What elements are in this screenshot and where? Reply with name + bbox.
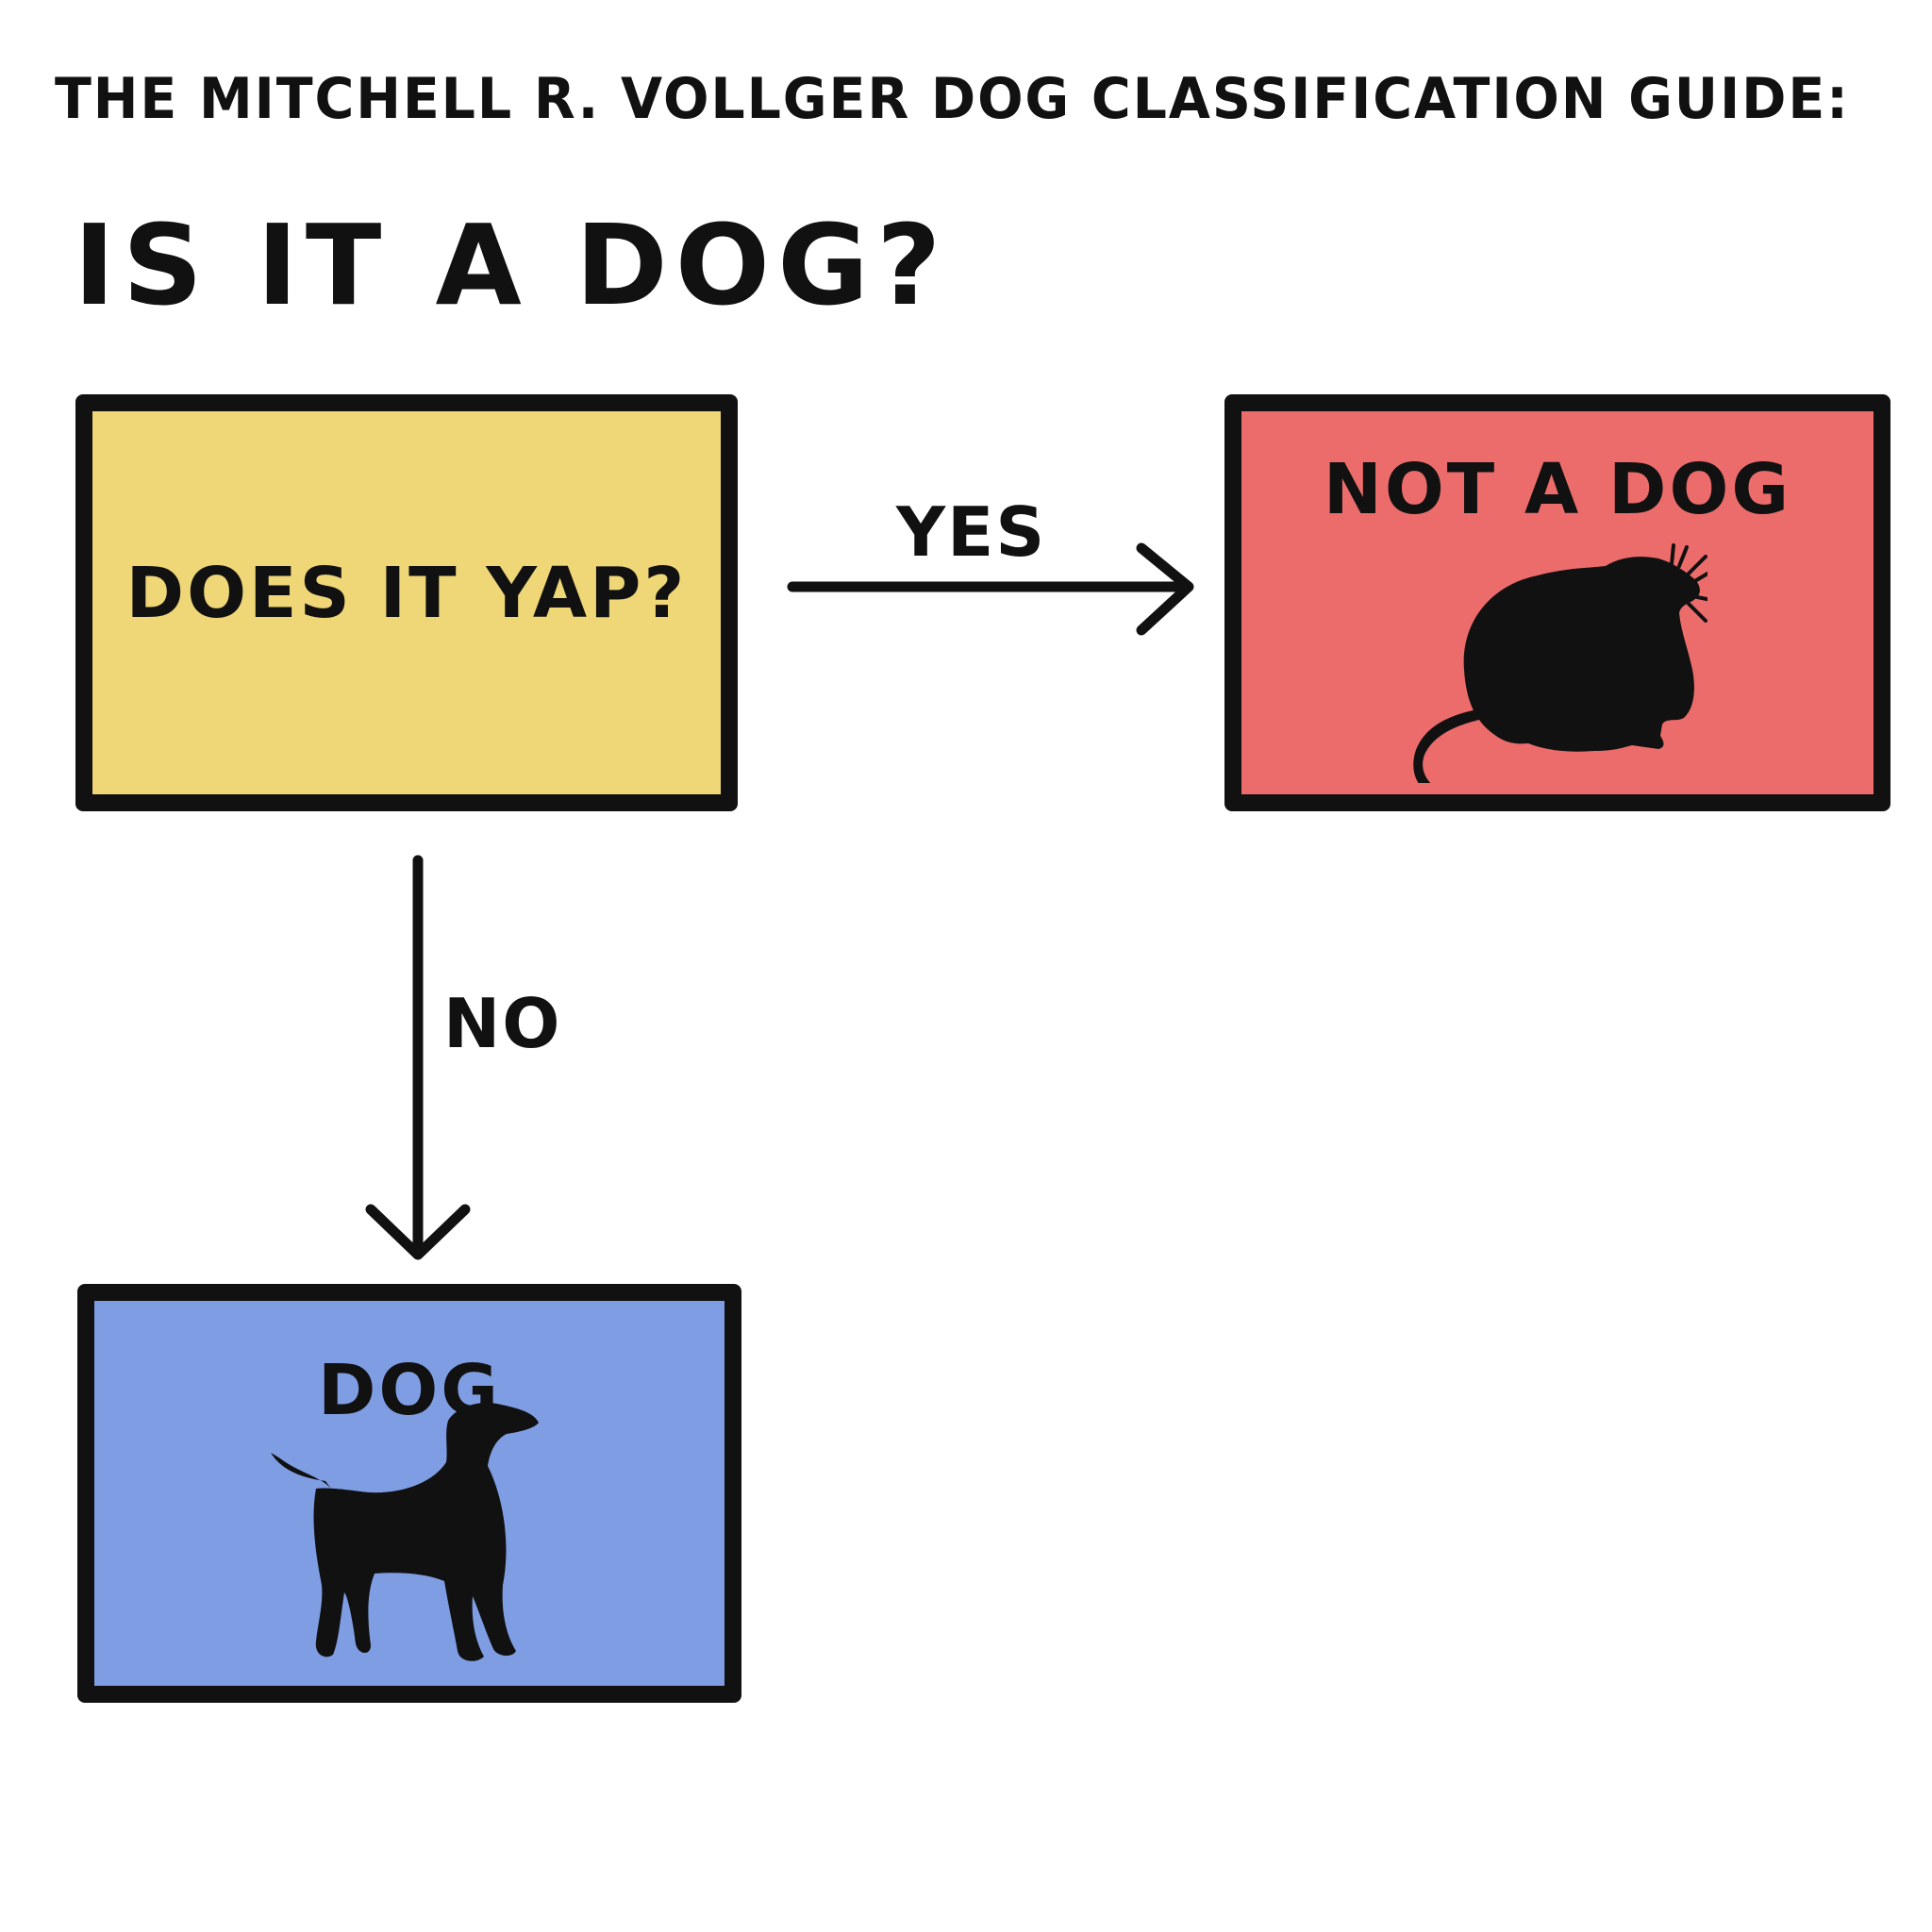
edge-label-no: NO (443, 984, 562, 1063)
guide-title: THE MITCHELL R. VOLLGER DOG CLASSIFICATI… (55, 66, 1850, 132)
yes-arrow (787, 542, 1194, 636)
edge-label-yes: YES (896, 492, 1047, 572)
no-arrow (365, 855, 471, 1260)
node-label-does-it-yap: DOES IT YAP? (125, 553, 688, 634)
yes-arrow-head (1136, 542, 1194, 636)
node-label-not-a-dog: NOT A DOG (1323, 449, 1792, 530)
no-arrow-head (365, 1204, 471, 1260)
dog-icon (271, 1402, 539, 1661)
rat-icon (1413, 543, 1707, 783)
main-question: IS IT A DOG? (74, 200, 949, 330)
node-does-it-yap: DOES IT YAP? (75, 394, 738, 811)
